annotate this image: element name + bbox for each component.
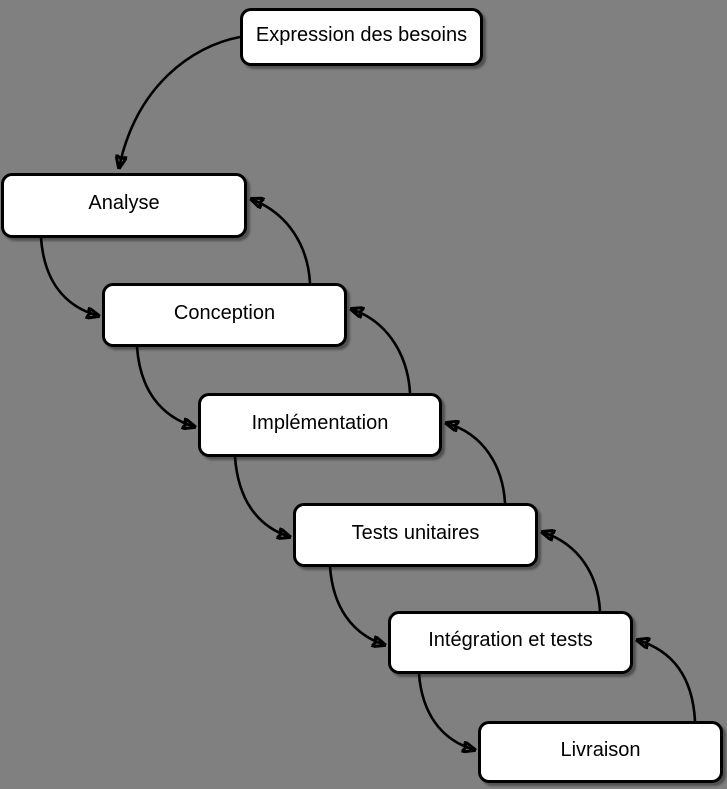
- arrow-integration-to-livraison: [417, 673, 475, 750]
- box-label: Livraison: [560, 738, 641, 761]
- box-implementation: Implémentation: [198, 393, 442, 457]
- box-label: Implémentation: [251, 411, 389, 434]
- box-analyse: Analyse: [1, 173, 247, 238]
- arrow-livraison-to-integration-feedback: [637, 640, 697, 722]
- arrow-implementation-to-tests-unitaires: [233, 456, 290, 537]
- arrow-conception-to-analyse-feedback: [251, 199, 312, 284]
- arrow-analyse-to-conception: [39, 237, 99, 316]
- box-label: Conception: [173, 301, 276, 324]
- box-expression-des-besoins: Expression des besoins: [240, 8, 483, 66]
- box-livraison: Livraison: [478, 721, 723, 783]
- arrow-tests-unitaires-to-implementation-feedback: [446, 423, 507, 504]
- box-conception: Conception: [102, 283, 347, 347]
- arrow-integration-to-tests-unitaires-feedback: [542, 532, 602, 612]
- arrow-tests-unitaires-to-integration: [328, 566, 385, 645]
- box-label: Analyse: [88, 192, 160, 214]
- box-integration-et-tests: Intégration et tests: [388, 611, 633, 674]
- box-label: Intégration et tests: [428, 629, 593, 651]
- arrow-conception-to-implementation: [135, 346, 195, 427]
- arrow-implementation-to-conception-feedback: [351, 309, 412, 394]
- box-label: Expression des besoins: [255, 23, 468, 46]
- box-label: Tests unitaires: [351, 521, 480, 544]
- box-tests-unitaires: Tests unitaires: [293, 503, 538, 567]
- arrow-expression-to-analyse: [119, 35, 241, 168]
